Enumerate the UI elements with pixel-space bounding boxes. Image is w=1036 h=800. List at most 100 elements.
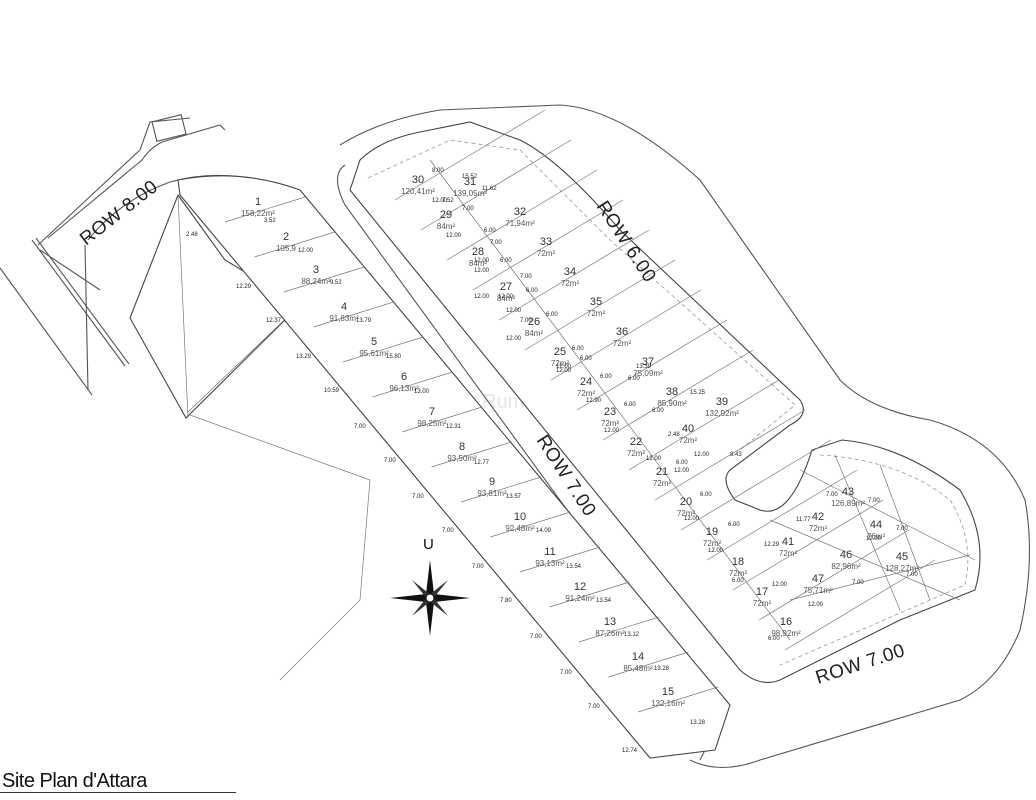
- lot-area: 132,16m²: [651, 699, 685, 708]
- lot-area: 72m²: [587, 309, 606, 318]
- dimension-label: 7.00: [490, 240, 502, 246]
- dimension-label: 7.00: [560, 670, 572, 676]
- lot-area: 72m²: [613, 339, 632, 348]
- dimension-label: 6.00: [676, 460, 688, 466]
- dimension-label: 13.29: [296, 354, 312, 360]
- lot-area: 72m²: [551, 359, 570, 368]
- lot-area: 72m²: [653, 479, 672, 488]
- lot-area: 93,50m²: [447, 454, 477, 463]
- lot-area: 72m²: [677, 509, 696, 518]
- dimension-label: 15.25: [690, 390, 706, 396]
- dimension-label: 12.37: [266, 318, 282, 324]
- dimension-label: 13.28: [690, 720, 706, 726]
- dimension-label: 12.00: [506, 308, 522, 314]
- lot-area: 132,92m²: [705, 409, 739, 418]
- lot-area: 85,90m²: [657, 399, 687, 408]
- dimension-label: 12.74: [622, 748, 638, 754]
- lot-number: 13: [604, 616, 616, 628]
- dimension-labels: 8.0015.5212.007.5211.627.006.0012.0012.0…: [186, 168, 918, 754]
- lot-number: 31: [464, 176, 476, 188]
- dimension-label: 2.48: [668, 432, 680, 438]
- dimension-label: 13.28: [654, 666, 670, 672]
- lot-number: 34: [564, 266, 576, 278]
- dimension-label: 12.00: [866, 536, 882, 542]
- lot-number: 42: [812, 511, 824, 523]
- map-title: Site Plan d'Attara: [2, 770, 147, 792]
- dimension-label: 12.00: [474, 258, 490, 264]
- dimension-label: 7.00: [826, 492, 838, 498]
- lot-number: 24: [580, 376, 592, 388]
- dimension-label: 6.00: [624, 402, 636, 408]
- dimension-label: 12.00: [432, 198, 448, 204]
- dimension-label: 11.62: [482, 186, 497, 192]
- lot-number: 37: [642, 356, 654, 368]
- north-arrow-icon: [390, 560, 470, 636]
- lot-area: 72m²: [627, 449, 646, 458]
- lot-labels: 1158,22m²2105,9388,24m²491,83m²595,61m²6…: [241, 174, 919, 708]
- dimension-label: 7.80: [500, 598, 512, 604]
- dimension-label: 12.00: [694, 452, 710, 458]
- lot-area: 92,48m²: [505, 524, 535, 533]
- lot-area: 82,96m²: [831, 562, 861, 571]
- dimension-label: 15.52: [462, 174, 478, 180]
- dimension-label: 12.00: [708, 548, 724, 554]
- lot-number: 32: [514, 206, 526, 218]
- block-west: [177, 175, 731, 759]
- dimension-label: 7.00: [906, 572, 918, 578]
- lot-number: 3: [313, 264, 319, 276]
- dimension-label: 12.29: [236, 284, 252, 290]
- dimension-label: 7.00: [442, 528, 454, 534]
- lot-number: 1: [255, 196, 261, 208]
- lot-area: 91,83m²: [329, 314, 359, 323]
- lot-area: 87,26m²: [595, 629, 625, 638]
- lot-number: 40: [682, 423, 694, 435]
- dimension-label: 7.00: [472, 564, 484, 570]
- dimension-label: 14.09: [536, 528, 552, 534]
- dimension-label: 7.00: [354, 424, 366, 430]
- dimension-label: 7.00: [896, 526, 908, 532]
- lot-area: 88,24m²: [301, 277, 331, 286]
- lot-area: 158,22m²: [241, 209, 275, 218]
- dimension-label: 12.00: [556, 368, 572, 374]
- lot-area: 84m²: [497, 294, 516, 303]
- dimension-label: 12.00: [808, 602, 824, 608]
- dimension-label: 6.00: [484, 228, 496, 234]
- dimension-label: 8.00: [432, 168, 444, 174]
- lot-number: 46: [840, 549, 852, 561]
- lot-number: 14: [632, 651, 644, 663]
- lot-number: 36: [616, 326, 628, 338]
- dimension-label: 12.00: [474, 294, 490, 300]
- lot-number: 7: [429, 406, 435, 418]
- lot-area: 76m²: [867, 532, 886, 541]
- lot-number: 21: [656, 466, 668, 478]
- dimension-label: 13.57: [506, 494, 522, 500]
- lot-area: 72m²: [779, 549, 798, 558]
- lot-number: 20: [680, 496, 692, 508]
- lot-number: 19: [706, 526, 718, 538]
- dimension-label: 6.00: [728, 522, 740, 528]
- dimension-label: 12.00: [506, 336, 522, 342]
- dimension-label: 11.77: [796, 517, 811, 523]
- dimension-label: 7.52: [442, 198, 454, 204]
- dimension-label: 7.00: [462, 206, 474, 212]
- lot-area: 75,71m²: [803, 586, 833, 595]
- dimension-label: 9.52: [330, 280, 342, 286]
- lot-area: 72m²: [601, 419, 620, 428]
- dimension-label: 13.54: [566, 564, 582, 570]
- dimension-label: 2.48: [186, 232, 198, 238]
- lot-area: 72m²: [577, 389, 596, 398]
- title-underline: [0, 792, 236, 793]
- lot-area: 98,92m²: [771, 629, 801, 638]
- dimension-label: 12.00: [498, 294, 514, 300]
- dimension-label: 15.80: [386, 354, 402, 360]
- lot-area: 91,24m²: [565, 594, 595, 603]
- lot-area: 85,48m²: [623, 664, 653, 673]
- dimension-label: 6.00: [732, 578, 744, 584]
- lot-number: 27: [500, 281, 512, 293]
- lot-number: 23: [604, 406, 616, 418]
- dimension-label: 13.39: [636, 364, 652, 370]
- lot-area: 72m²: [561, 279, 580, 288]
- dimension-label: 6.00: [768, 636, 780, 642]
- lot-number: 4: [341, 301, 347, 313]
